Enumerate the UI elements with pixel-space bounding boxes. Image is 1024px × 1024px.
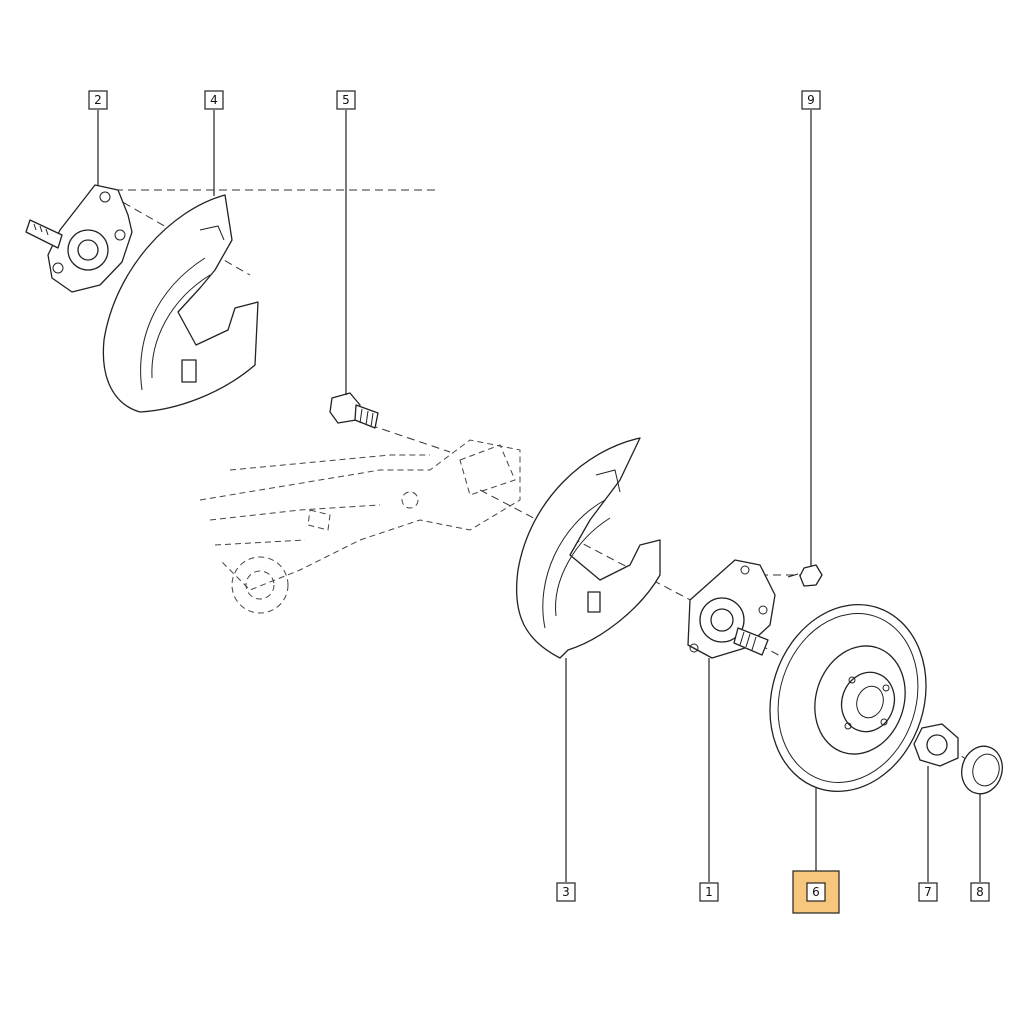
svg-text:1: 1	[705, 885, 713, 899]
callout-4: 4	[204, 90, 224, 110]
svg-text:3: 3	[562, 885, 570, 899]
svg-text:5: 5	[342, 93, 350, 107]
callout-9: 9	[801, 90, 821, 110]
ghost-axle-beam	[199, 439, 521, 614]
part-2-hub-carrier	[25, 184, 133, 293]
svg-text:7: 7	[924, 885, 932, 899]
leader-lines	[97, 110, 981, 882]
callout-7: 7	[918, 882, 938, 902]
callout-2: 2	[88, 90, 108, 110]
part-1-stub-axle	[687, 559, 776, 659]
part-4-brake-shield	[102, 194, 259, 413]
svg-text:9: 9	[807, 93, 815, 107]
callout-5: 5	[336, 90, 356, 110]
part-8-dust-cap	[961, 745, 1003, 795]
part-5-bolt	[329, 392, 379, 429]
callout-8: 8	[970, 882, 990, 902]
svg-text:2: 2	[94, 93, 102, 107]
callout-3: 3	[556, 882, 576, 902]
svg-text:8: 8	[976, 885, 984, 899]
callout-6-highlighted: 6	[792, 870, 840, 914]
callout-1: 1	[699, 882, 719, 902]
part-6-brake-disc	[769, 603, 927, 793]
part-7-hub-nut	[913, 723, 959, 767]
part-3-brake-shield	[515, 437, 661, 659]
svg-text:6: 6	[812, 885, 820, 899]
svg-text:4: 4	[210, 93, 218, 107]
part-9-screw	[787, 564, 823, 587]
